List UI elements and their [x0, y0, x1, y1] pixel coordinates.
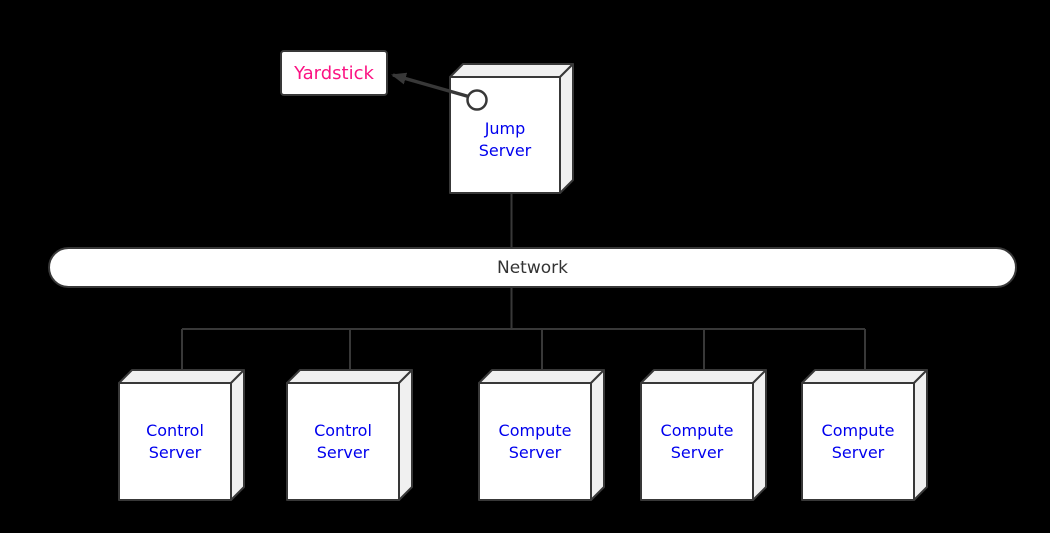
compute-server-node-1 — [478, 369, 605, 501]
compute-server-label-3: Compute Server — [821, 420, 895, 462]
node-top-face — [118, 369, 245, 384]
control-server-node-2 — [286, 369, 413, 501]
node-top-face — [449, 63, 574, 78]
compute-server-label-1: Compute Server — [498, 420, 572, 462]
node-side-face — [752, 369, 767, 501]
interface-port-icon — [466, 89, 488, 111]
node-side-face — [398, 369, 413, 501]
node-3d-box-icon — [286, 369, 413, 501]
node-3d-box-icon — [801, 369, 928, 501]
network-node: Network — [48, 247, 1017, 288]
control-server-label-1: Control Server — [146, 420, 204, 462]
node-front-face — [801, 382, 915, 501]
node-front-face — [286, 382, 400, 501]
compute-server-label-2: Compute Server — [660, 420, 734, 462]
node-3d-box-icon — [118, 369, 245, 501]
node-front-face — [118, 382, 232, 501]
node-top-face — [478, 369, 605, 384]
yardstick-label: Yardstick — [294, 62, 374, 84]
compute-server-node-3 — [801, 369, 928, 501]
node-front-face — [478, 382, 592, 501]
node-side-face — [913, 369, 928, 501]
control-server-label-2: Control Server — [314, 420, 372, 462]
node-side-face — [559, 63, 574, 194]
node-side-face — [590, 369, 605, 501]
yardstick-node: Yardstick — [280, 50, 388, 96]
node-top-face — [640, 369, 767, 384]
compute-server-node-2 — [640, 369, 767, 501]
control-server-node-1 — [118, 369, 245, 501]
node-3d-box-icon — [478, 369, 605, 501]
node-top-face — [286, 369, 413, 384]
node-front-face — [640, 382, 754, 501]
node-top-face — [801, 369, 928, 384]
network-label: Network — [497, 257, 568, 278]
jump-server-label: Jump Server — [478, 119, 532, 160]
node-3d-box-icon — [640, 369, 767, 501]
node-side-face — [230, 369, 245, 501]
